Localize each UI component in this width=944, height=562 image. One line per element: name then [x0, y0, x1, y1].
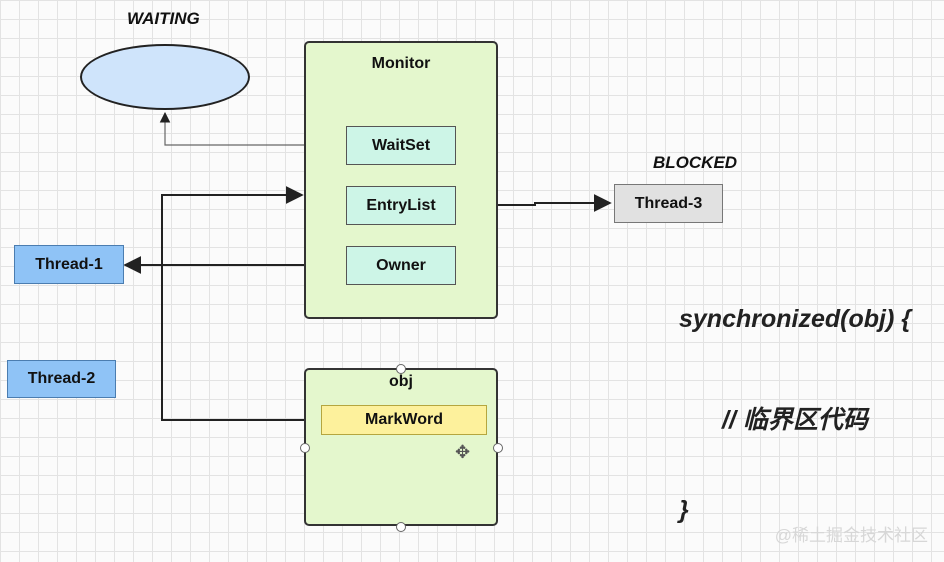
resize-handle-left[interactable] [300, 443, 310, 453]
blocked-label: BLOCKED [653, 153, 738, 172]
resize-handle-right[interactable] [493, 443, 503, 453]
monitor-title: Monitor [371, 55, 431, 72]
waiting-ellipse[interactable] [80, 44, 250, 110]
resize-handle-bottom[interactable] [396, 522, 406, 532]
obj-title: obj [389, 373, 413, 390]
code-line-1: synchronized(obj) { [679, 305, 911, 333]
move-cursor-icon: ✥ [455, 442, 471, 462]
thread-3-box[interactable]: Thread-3 [614, 184, 723, 223]
markword-to-monitor-arrow [161, 186, 321, 421]
watermark-text: @稀土掘金技术社区 [774, 526, 928, 545]
waiting-label: WAITING [127, 9, 200, 28]
waitset-to-waiting-arrow [159, 111, 346, 146]
waitset-box[interactable]: WaitSet [346, 126, 456, 165]
thread-2-box[interactable]: Thread-2 [7, 360, 116, 398]
resize-handle-top[interactable] [396, 364, 406, 374]
entrylist-box[interactable]: EntryList [346, 186, 456, 225]
markword-box[interactable]: MarkWord [321, 405, 487, 435]
code-line-3: } [679, 496, 689, 524]
owner-box[interactable]: Owner [346, 246, 456, 285]
thread-1-box[interactable]: Thread-1 [14, 245, 124, 284]
code-line-2: // 临界区代码 [722, 406, 868, 434]
